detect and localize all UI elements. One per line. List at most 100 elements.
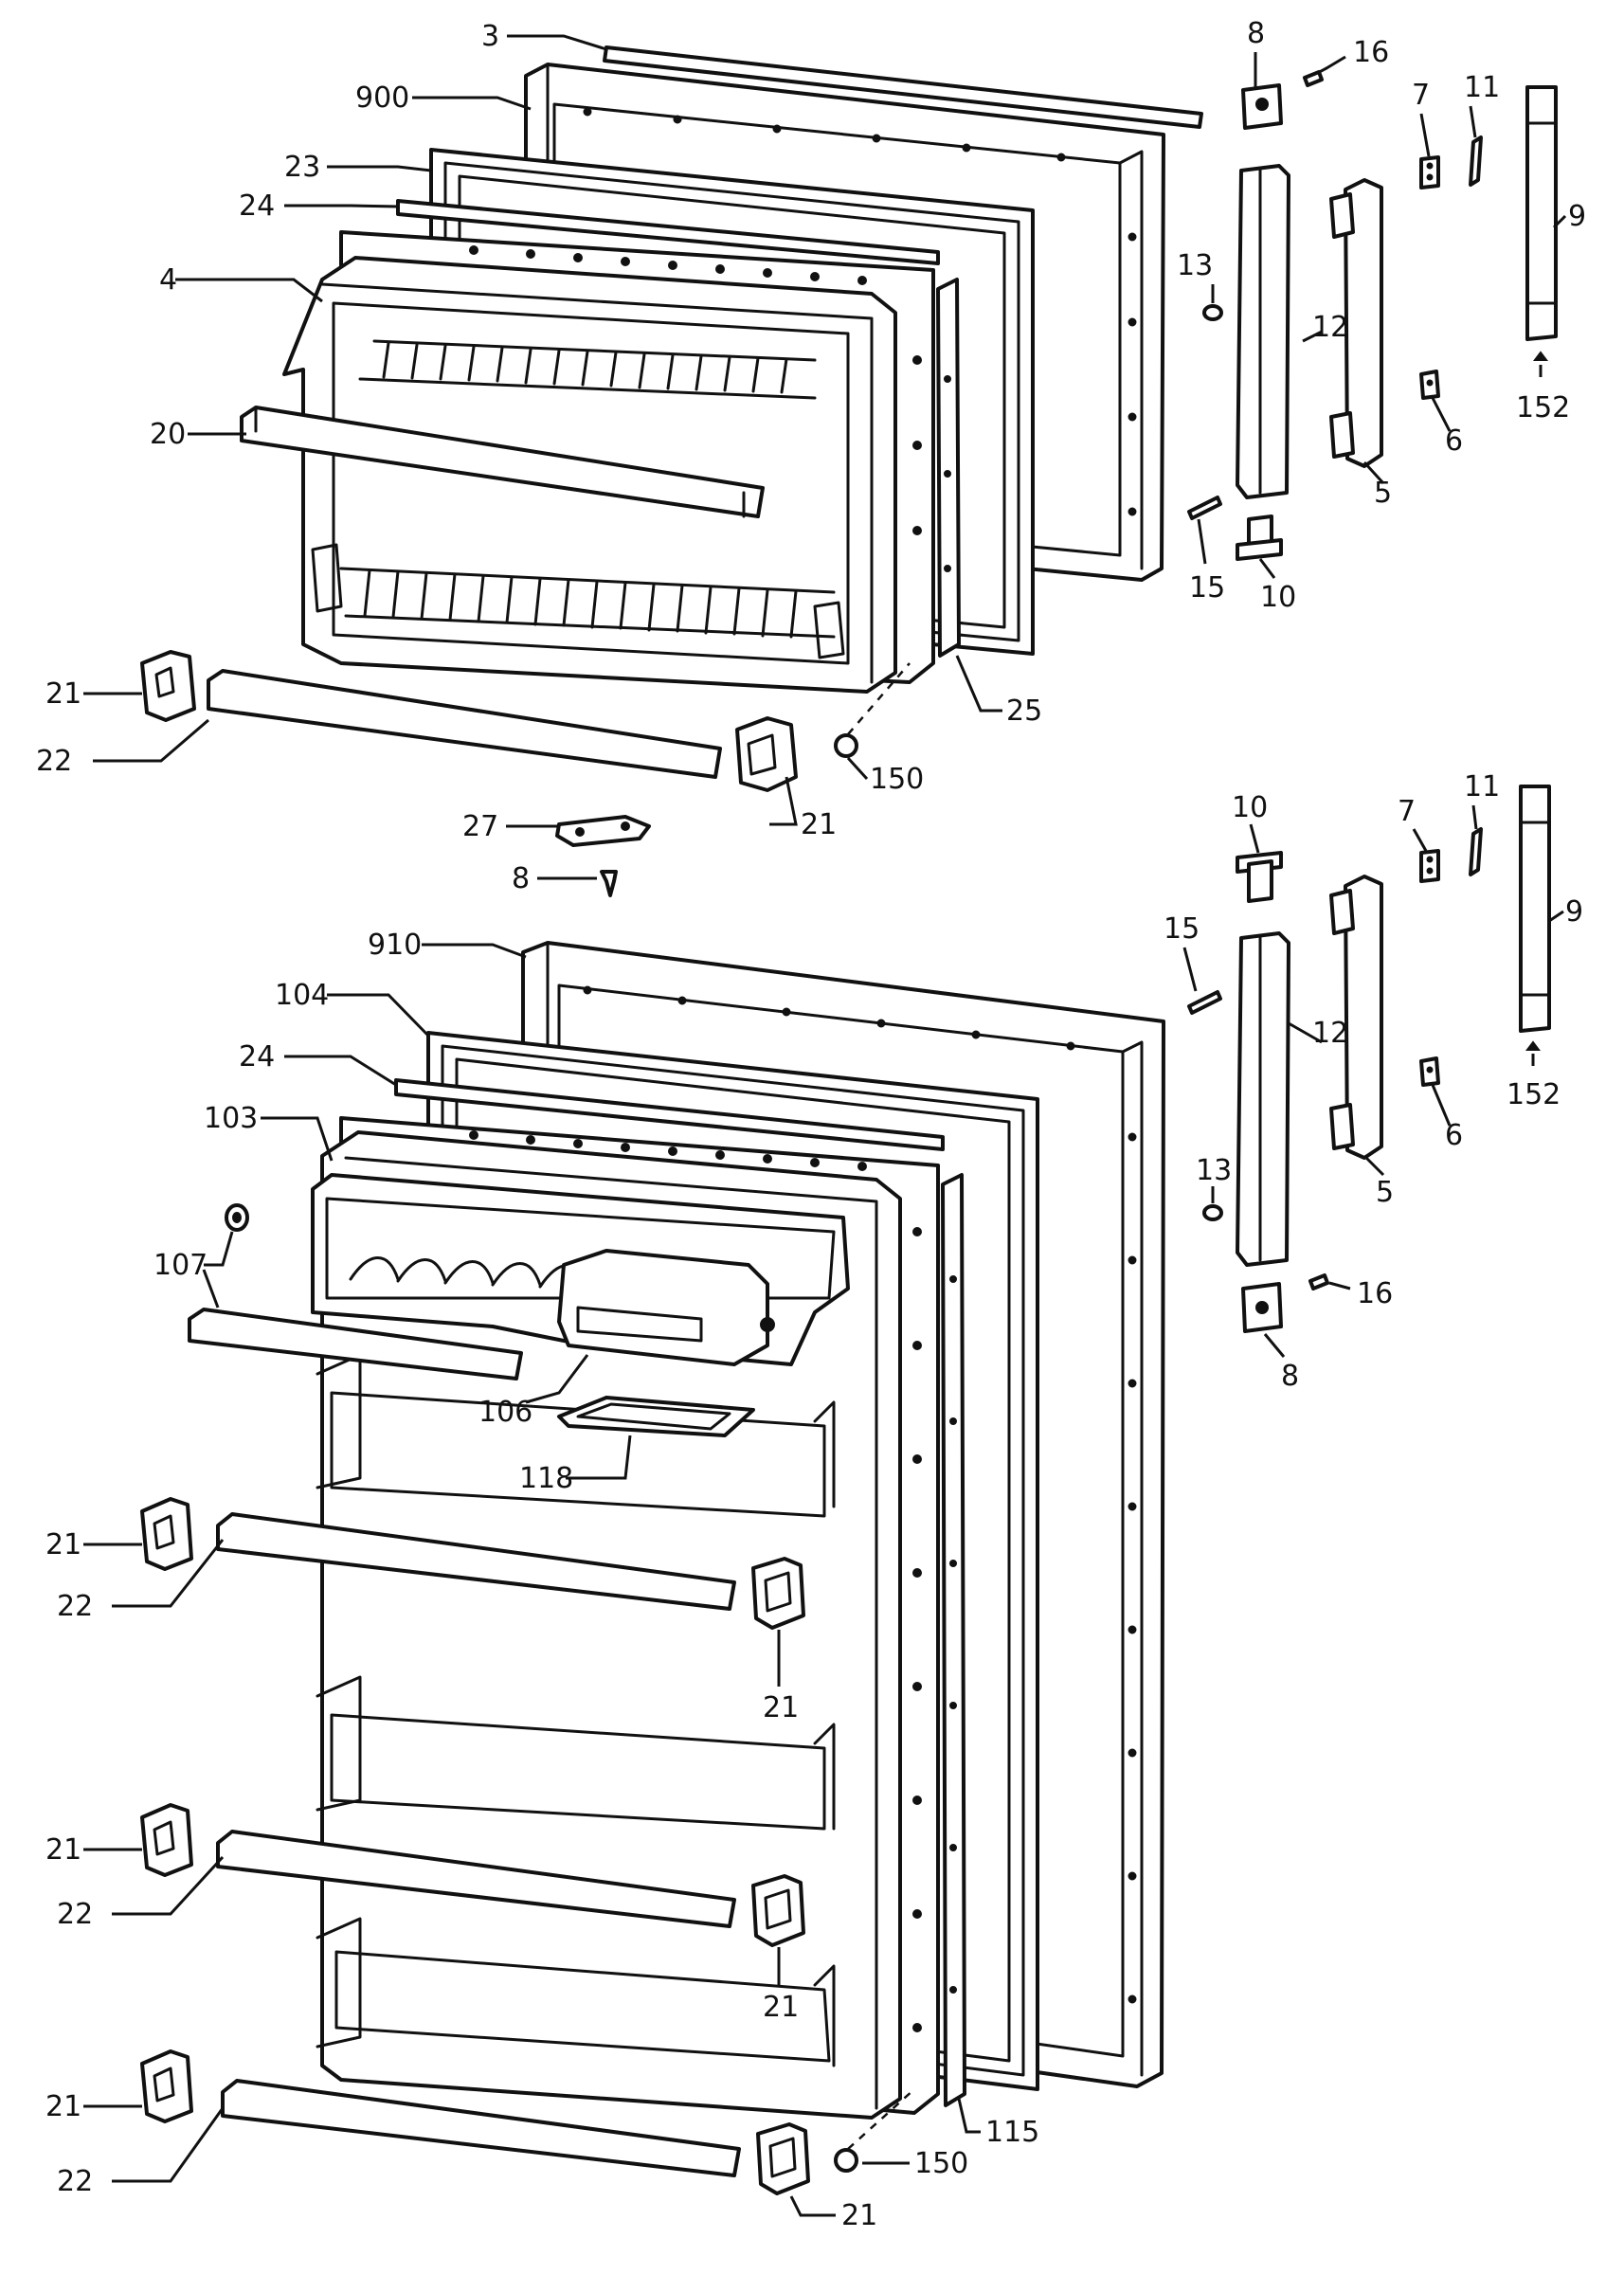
callout-21-ff-right-2: 21 — [763, 1991, 799, 2024]
part-dairy-shelf-bar-107 — [188, 1308, 523, 1381]
part-handle-5-upper — [1329, 178, 1383, 468]
part-fresh-food-end-cap-left-2 — [140, 1803, 193, 1877]
callout-12-lower: 12 — [1312, 1017, 1348, 1050]
freezer-door-assembly — [140, 45, 1558, 897]
callout-23: 23 — [284, 151, 320, 184]
part-door-stop-bracket — [555, 815, 651, 847]
callout-106: 106 — [478, 1396, 532, 1429]
fresh-food-door-assembly — [140, 785, 1551, 2195]
callout-8-lower: 8 — [1281, 1360, 1299, 1393]
part-fresh-food-end-cap-left-3 — [140, 2049, 193, 2123]
callout-24-lower: 24 — [239, 1040, 275, 1074]
part-bracket-6-lower — [1419, 1056, 1440, 1087]
part-screw-16-upper — [1303, 66, 1328, 87]
callout-labels: 3 900 23 24 4 20 21 22 21 25 150 27 8 8 … — [36, 17, 1586, 2232]
callout-9-lower: 9 — [1565, 895, 1583, 929]
callout-7-lower: 7 — [1398, 795, 1416, 828]
callout-150-ff: 150 — [914, 2147, 968, 2180]
part-top-trim-strip — [603, 45, 1203, 129]
callout-22-freezer: 22 — [36, 745, 72, 778]
callout-11-upper: 11 — [1464, 71, 1500, 104]
part-fresh-food-end-cap-right-1 — [751, 1557, 805, 1630]
callout-16-upper: 16 — [1353, 36, 1389, 69]
part-hinge-10-lower — [1236, 851, 1283, 903]
part-tray-118 — [557, 1396, 755, 1437]
callout-150-freezer: 150 — [870, 763, 924, 796]
part-fresh-food-liner-top-strip — [394, 1078, 945, 1151]
callout-10-lower: 10 — [1232, 791, 1268, 824]
callout-16-lower: 16 — [1357, 1277, 1393, 1310]
part-stop-screw — [600, 870, 618, 897]
callout-21-ff-left-1: 21 — [45, 1528, 81, 1561]
part-handle-12-lower — [1236, 931, 1290, 1267]
part-freezer-hinge-side-strip — [936, 278, 961, 658]
callout-27: 27 — [462, 810, 498, 843]
callout-11-lower: 11 — [1464, 770, 1500, 803]
callout-5-lower: 5 — [1376, 1176, 1394, 1209]
part-screw-11-upper — [1469, 135, 1483, 187]
callout-24: 24 — [239, 190, 275, 223]
callout-910: 910 — [368, 929, 422, 962]
callout-22-ff-2: 22 — [57, 1898, 93, 1931]
callout-152-lower: 152 — [1507, 1078, 1561, 1111]
callout-5-upper: 5 — [1374, 477, 1392, 510]
part-plug-13-upper — [1202, 304, 1223, 321]
part-hinge-7-upper — [1419, 155, 1440, 190]
callout-21-ff-left-2: 21 — [45, 1833, 81, 1867]
callout-21-freezer-right: 21 — [801, 808, 837, 841]
part-freezer-end-cap-left — [140, 650, 196, 722]
callout-107: 107 — [153, 1249, 208, 1282]
callout-12-upper: 12 — [1312, 311, 1348, 344]
callout-7-upper: 7 — [1412, 79, 1430, 112]
part-hinge-cap-8-lower — [1241, 1282, 1283, 1333]
callout-6-upper: 6 — [1445, 424, 1463, 458]
callout-13-lower: 13 — [1196, 1154, 1232, 1187]
part-screw-16-lower — [1308, 1273, 1329, 1290]
part-handle-trim-9-lower — [1519, 785, 1551, 1033]
callout-104: 104 — [275, 979, 329, 1012]
part-fresh-food-hinge-side-strip — [941, 1173, 966, 2107]
callout-3: 3 — [481, 20, 499, 53]
callout-21-ff-left-3: 21 — [45, 2090, 81, 2123]
part-fresh-food-end-cap-left-1 — [140, 1497, 193, 1571]
part-hinge-10-upper — [1236, 514, 1283, 561]
callout-103: 103 — [204, 1102, 258, 1135]
callout-15-lower: 15 — [1164, 912, 1200, 946]
callout-21-freezer-left: 21 — [45, 677, 81, 711]
part-screw-11-lower — [1469, 827, 1483, 876]
part-hinge-7-lower — [1419, 849, 1440, 883]
callout-21-ff-right-1: 21 — [763, 1691, 799, 1724]
part-liner-top-strip — [396, 199, 940, 265]
callout-900: 900 — [355, 81, 409, 115]
part-hinge-cap-8-upper — [1241, 83, 1283, 130]
part-handle-trim-9-upper — [1525, 85, 1558, 341]
leader-lines — [83, 34, 1567, 2217]
part-screw-15-lower — [1187, 990, 1222, 1015]
callout-22-ff-3: 22 — [57, 2165, 93, 2198]
callout-8-stop: 8 — [512, 862, 530, 895]
part-handle-12-upper — [1236, 164, 1290, 499]
callout-118: 118 — [519, 1462, 573, 1495]
part-butter-compartment-106 — [557, 1249, 775, 1366]
callout-15-upper: 15 — [1189, 571, 1225, 605]
callout-4: 4 — [159, 263, 177, 297]
part-fresh-food-end-cap-right-3 — [756, 2122, 810, 2195]
callout-22-ff-1: 22 — [57, 1590, 93, 1623]
callout-152-upper: 152 — [1516, 391, 1570, 424]
callout-10-upper: 10 — [1260, 581, 1296, 614]
part-fresh-food-shelf-bar-3 — [221, 2079, 741, 2177]
part-fresh-food-screw — [834, 2088, 915, 2173]
callout-20: 20 — [150, 418, 186, 451]
callout-9-upper: 9 — [1568, 200, 1586, 233]
part-freezer-end-cap-right — [735, 716, 798, 792]
callout-6-lower: 6 — [1445, 1119, 1463, 1152]
callout-21-ff-right-3: 21 — [841, 2199, 877, 2232]
callout-8-upper-hinge: 8 — [1247, 17, 1265, 50]
part-plug-13-lower — [1202, 1204, 1223, 1221]
part-freezer-bottom-shelf-bar — [207, 669, 722, 779]
part-bracket-6-upper — [1419, 370, 1440, 400]
part-freezer-shelf-bar — [240, 406, 765, 518]
part-fresh-food-end-cap-right-2 — [751, 1874, 805, 1947]
callout-25: 25 — [1006, 695, 1042, 728]
